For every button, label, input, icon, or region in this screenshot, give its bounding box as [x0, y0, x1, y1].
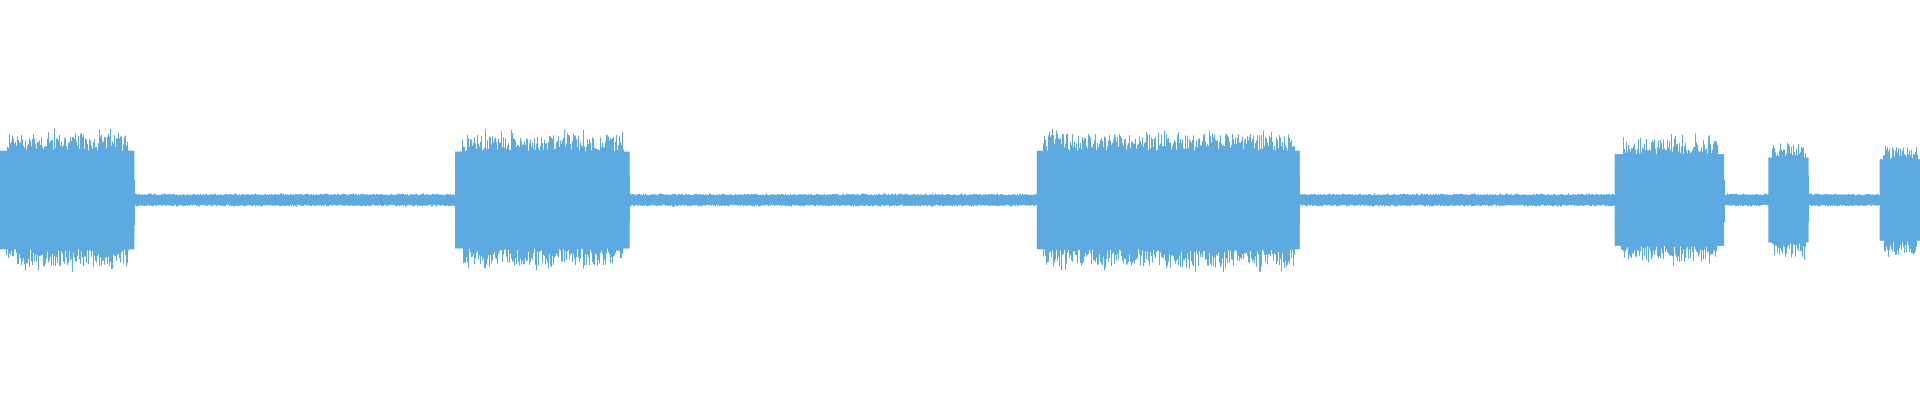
waveform-samples: [0, 128, 1920, 272]
waveform-segment-quiet-3: [629, 195, 1037, 205]
waveform-segment-loud-6: [1614, 154, 1725, 246]
waveform-segment-quiet-9: [1808, 195, 1880, 205]
waveform-segment-loud-10: [1879, 159, 1920, 241]
waveform-segment-quiet-1: [134, 195, 455, 205]
waveform-segment-loud-8: [1768, 157, 1809, 243]
waveform-segment-quiet-5: [1299, 195, 1615, 205]
waveform-segment-loud-0: [0, 150, 135, 250]
waveform-segment-loud-2: [455, 151, 630, 249]
waveform-segment-quiet-7: [1724, 195, 1769, 205]
waveform-segment-loud-4: [1036, 150, 1300, 250]
